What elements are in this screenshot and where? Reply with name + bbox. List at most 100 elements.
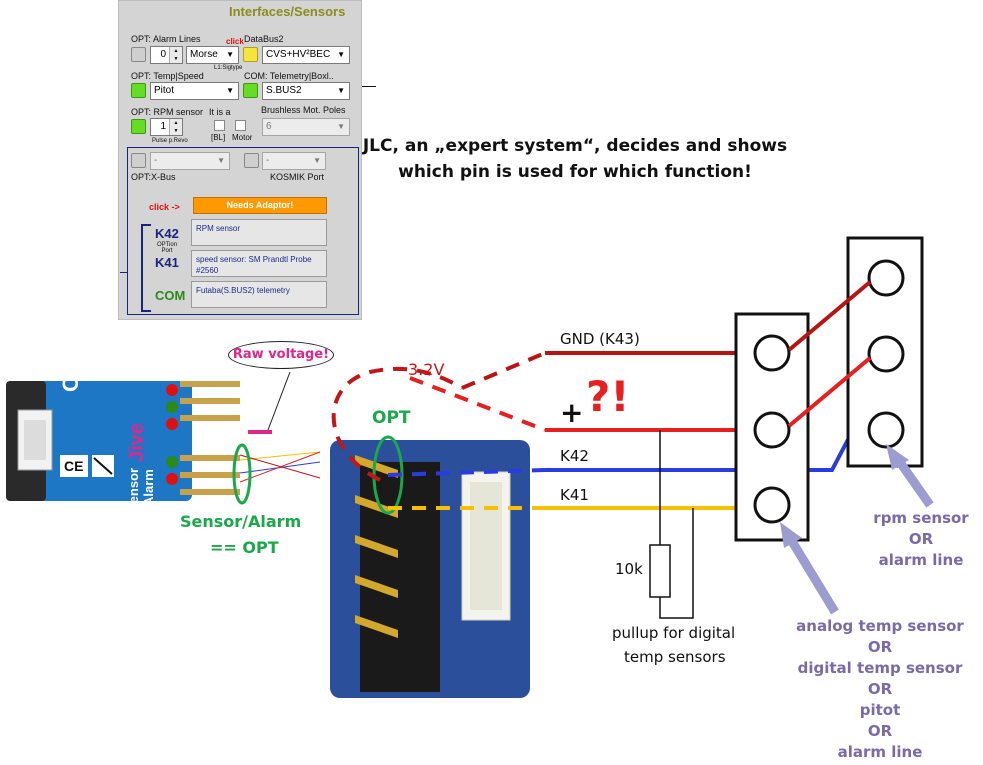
k42-wire-label: K42 (560, 447, 589, 465)
rpm-value: 1 (160, 121, 166, 132)
pin-minus-icon (166, 384, 178, 396)
port-assignment-frame (127, 147, 359, 315)
analog-pin-note: analog temp sensor OR digital temp senso… (780, 616, 980, 763)
alarm-mode-select[interactable]: Morse ▼ (186, 46, 239, 64)
chevron-down-icon: ▼ (217, 156, 225, 165)
xbus-select[interactable]: -▼ (150, 152, 230, 170)
temp-speed-toggle[interactable] (131, 83, 146, 98)
com-telemetry-value: S.BUS2 (266, 85, 302, 96)
header-pin (180, 455, 240, 461)
xbus-toggle[interactable] (131, 153, 146, 168)
note-line: digital temp sensor (797, 659, 963, 677)
databus-click-label: click (226, 37, 244, 46)
alarm-mode-value: Morse (190, 49, 218, 60)
pin-plus-icon (867, 335, 905, 373)
closeup-pin (355, 575, 398, 598)
rpm-toggle[interactable] (131, 119, 146, 134)
k41-label: K41 (155, 255, 179, 270)
temp-speed-select[interactable]: Pitot ▼ (150, 82, 239, 100)
resistor-value-label: 10k (615, 560, 643, 578)
plus-jumper (787, 356, 872, 428)
closeup-pin (355, 455, 398, 478)
raw-voltage-bubble: Raw voltage! (228, 341, 334, 369)
plus-sign-label: + (560, 396, 584, 429)
interfaces-sensors-panel: Interfaces/Sensors OPT: Alarm Lines 0 ▲▼… (118, 0, 362, 320)
k42-wire (545, 430, 870, 472)
databus2-label: DataBus2 (244, 34, 284, 44)
pin-plus-icon (753, 411, 791, 449)
stepper-arrows-icon[interactable]: ▲▼ (169, 47, 182, 63)
thin-plus-wire (239, 451, 321, 483)
note-line: OR (908, 530, 934, 548)
databus2-select[interactable]: CVS+HV²BEC▼ (262, 46, 350, 64)
expert-line-2: which pin is used for which function! (398, 162, 752, 182)
opt-alarm-lines-label: OPT: Alarm Lines (131, 34, 201, 44)
note-line: pitot (859, 701, 901, 719)
device-sensor-label: Sensor (126, 467, 141, 512)
alarm-lines-toggle[interactable] (131, 47, 146, 62)
rpm-pin-note: rpm sensor OR alarm line (866, 508, 976, 571)
k41-description: speed sensor: SM Prandtl Probe #2560 (191, 250, 327, 277)
panel-title: Interfaces/Sensors (229, 4, 346, 19)
chevron-down-icon: ▼ (226, 50, 234, 59)
brushless-poles-select[interactable]: 6▼ (262, 118, 350, 136)
device-alarm-label: Alarm (141, 469, 156, 506)
motor-checkbox[interactable] (235, 120, 246, 131)
chevron-down-icon: ▼ (313, 156, 321, 165)
chevron-down-icon: ▼ (226, 86, 234, 95)
arrowhead-icon (886, 444, 909, 470)
socket-insert (24, 420, 46, 460)
note-line: OR (867, 722, 893, 740)
bracket-tick (141, 310, 151, 312)
note-line: analog temp sensor (796, 617, 964, 635)
stepper-arrows-icon[interactable]: ▲▼ (169, 119, 182, 135)
pin-plus-icon (166, 401, 178, 413)
needs-adaptor-button[interactable]: Needs Adaptor! (193, 197, 327, 214)
note-line: OR (867, 638, 893, 656)
alarm-lines-value: 0 (160, 49, 166, 60)
com-label: COM (155, 288, 186, 303)
header-pin (180, 398, 240, 404)
com-telemetry-select[interactable]: S.BUS2▼ (262, 82, 350, 100)
com-telemetry-toggle[interactable] (243, 83, 258, 98)
expert-system-caption: JLC, an „expert system“, decides and sho… (340, 133, 810, 185)
raw-voltage-leader (267, 371, 291, 431)
plus-dashed-cross (409, 376, 546, 432)
gnd-jumper (787, 280, 872, 352)
com-description: Futaba(S.BUS2) telemetry (191, 281, 327, 308)
alarm-lines-stepper[interactable]: 0 ▲▼ (150, 46, 183, 64)
bl-checkbox[interactable] (214, 120, 225, 131)
sensor-alarm-highlight (232, 443, 252, 505)
chevron-down-icon: ▼ (337, 122, 345, 131)
device-com-label: COM (58, 340, 83, 392)
kosmik-select[interactable]: -▼ (262, 152, 326, 170)
pin-gnd-icon (867, 259, 905, 297)
k42-description: RPM sensor (191, 219, 327, 246)
pin-rpm-icon (867, 411, 905, 449)
ce-label-patch (60, 455, 88, 477)
gnd-dashed-cross (461, 351, 546, 390)
device-ce-mark: CE (64, 458, 84, 474)
com-connector-line (362, 86, 376, 87)
rpm-stepper[interactable]: 1 ▲▼ (150, 118, 183, 136)
databus2-toggle[interactable] (243, 47, 258, 62)
eq-opt-callout: == OPT (210, 538, 279, 557)
pin-signal-icon (166, 418, 178, 430)
header-pin (180, 415, 240, 421)
poles-value: 6 (266, 121, 272, 132)
kosmik-toggle[interactable] (244, 153, 259, 168)
bl-label: [BL] (211, 133, 226, 142)
com-telemetry-label: COM: Telemetry|Boxl.. (244, 71, 334, 81)
temp-speed-value: Pitot (154, 85, 175, 96)
option-port-label: OPTion Port (156, 242, 178, 254)
databus2-value: CVS+HV²BEC (266, 49, 331, 60)
sensor-alarm-callout: Sensor/Alarm (180, 512, 302, 531)
k41-wire-label: K41 (560, 486, 589, 504)
frame-connector-line (120, 272, 128, 273)
opt-header-closeup (330, 440, 530, 698)
analog-arrow (786, 535, 839, 615)
device-jive-logo: Jive (126, 423, 148, 462)
header-pin (180, 472, 240, 478)
crossed-bin-icon (93, 457, 113, 475)
